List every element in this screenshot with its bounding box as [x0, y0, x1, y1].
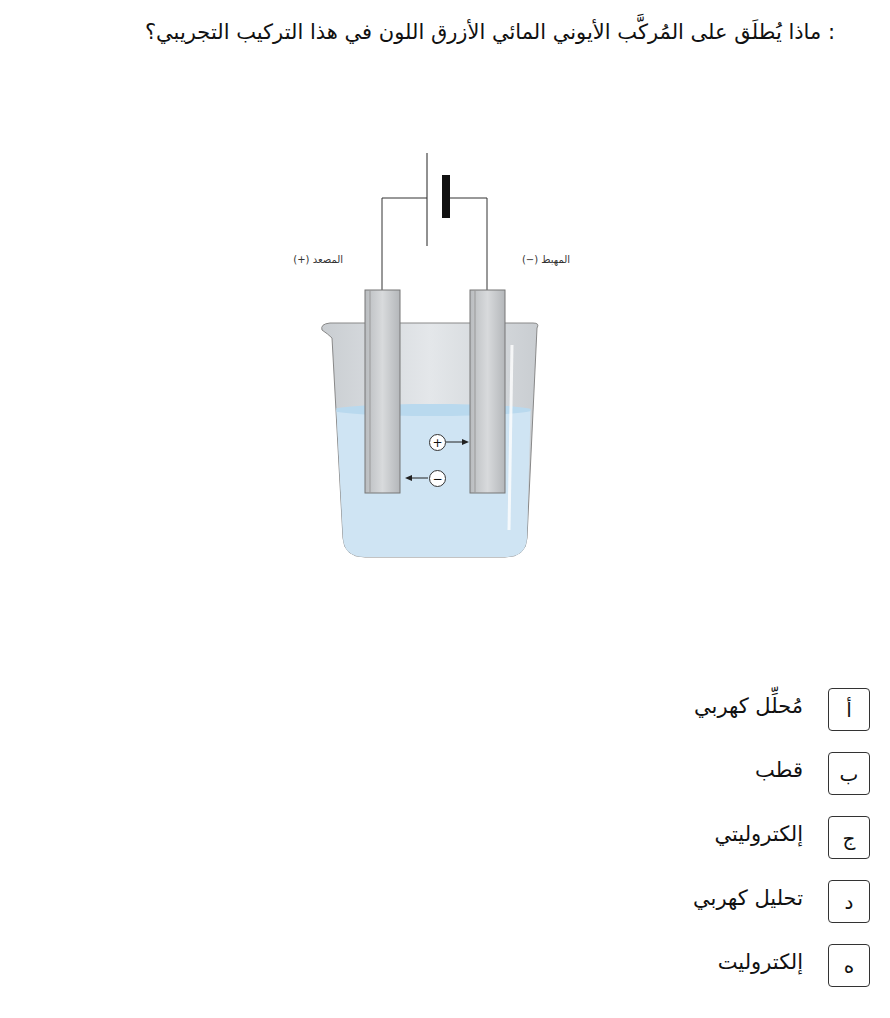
blue-solution	[320, 410, 540, 560]
option-letter: ب	[840, 764, 859, 784]
option-letter-box: د	[828, 880, 870, 923]
electrode-edge	[370, 290, 371, 493]
option-letter: د	[845, 892, 854, 912]
battery-plate	[427, 153, 428, 246]
option-letter: أ	[846, 700, 852, 720]
wire	[382, 198, 427, 290]
electrode-label: المهبط (−)	[522, 254, 570, 265]
ion-circle: −	[429, 470, 446, 487]
option-letter-box: أ	[828, 688, 870, 731]
electrode-edge	[475, 290, 476, 493]
electrode-label: المصعد (+)	[293, 254, 343, 265]
cathode-electrode	[470, 290, 505, 493]
option-text: مُحلِّل كهربي	[694, 694, 803, 718]
ion-sign: +	[432, 437, 442, 449]
option-text: إلكتروليت	[718, 950, 803, 974]
anode-electrode	[365, 290, 400, 493]
question-title: : ماذا يُطلَق على المُركَّب الأيوني الما…	[145, 20, 835, 44]
ion-circle: +	[429, 434, 446, 451]
glass-highlight	[509, 345, 512, 530]
option-letter: ج	[843, 828, 856, 848]
option-text: إلكتروليتي	[715, 822, 803, 846]
wire	[450, 198, 487, 290]
option-letter: ه	[844, 956, 854, 976]
option-letter-box: ج	[828, 816, 870, 859]
option-letter-box: ب	[828, 752, 870, 795]
ion-arrow	[446, 442, 464, 443]
option-text: قطب	[755, 758, 803, 782]
option-letter-box: ه	[828, 944, 870, 987]
battery-plate	[442, 175, 450, 218]
ion-sign: −	[432, 473, 442, 485]
arrowhead	[405, 475, 412, 481]
arrowhead	[462, 439, 469, 445]
option-text: تحليل كهربي	[693, 886, 803, 910]
ion-arrow	[411, 478, 428, 479]
